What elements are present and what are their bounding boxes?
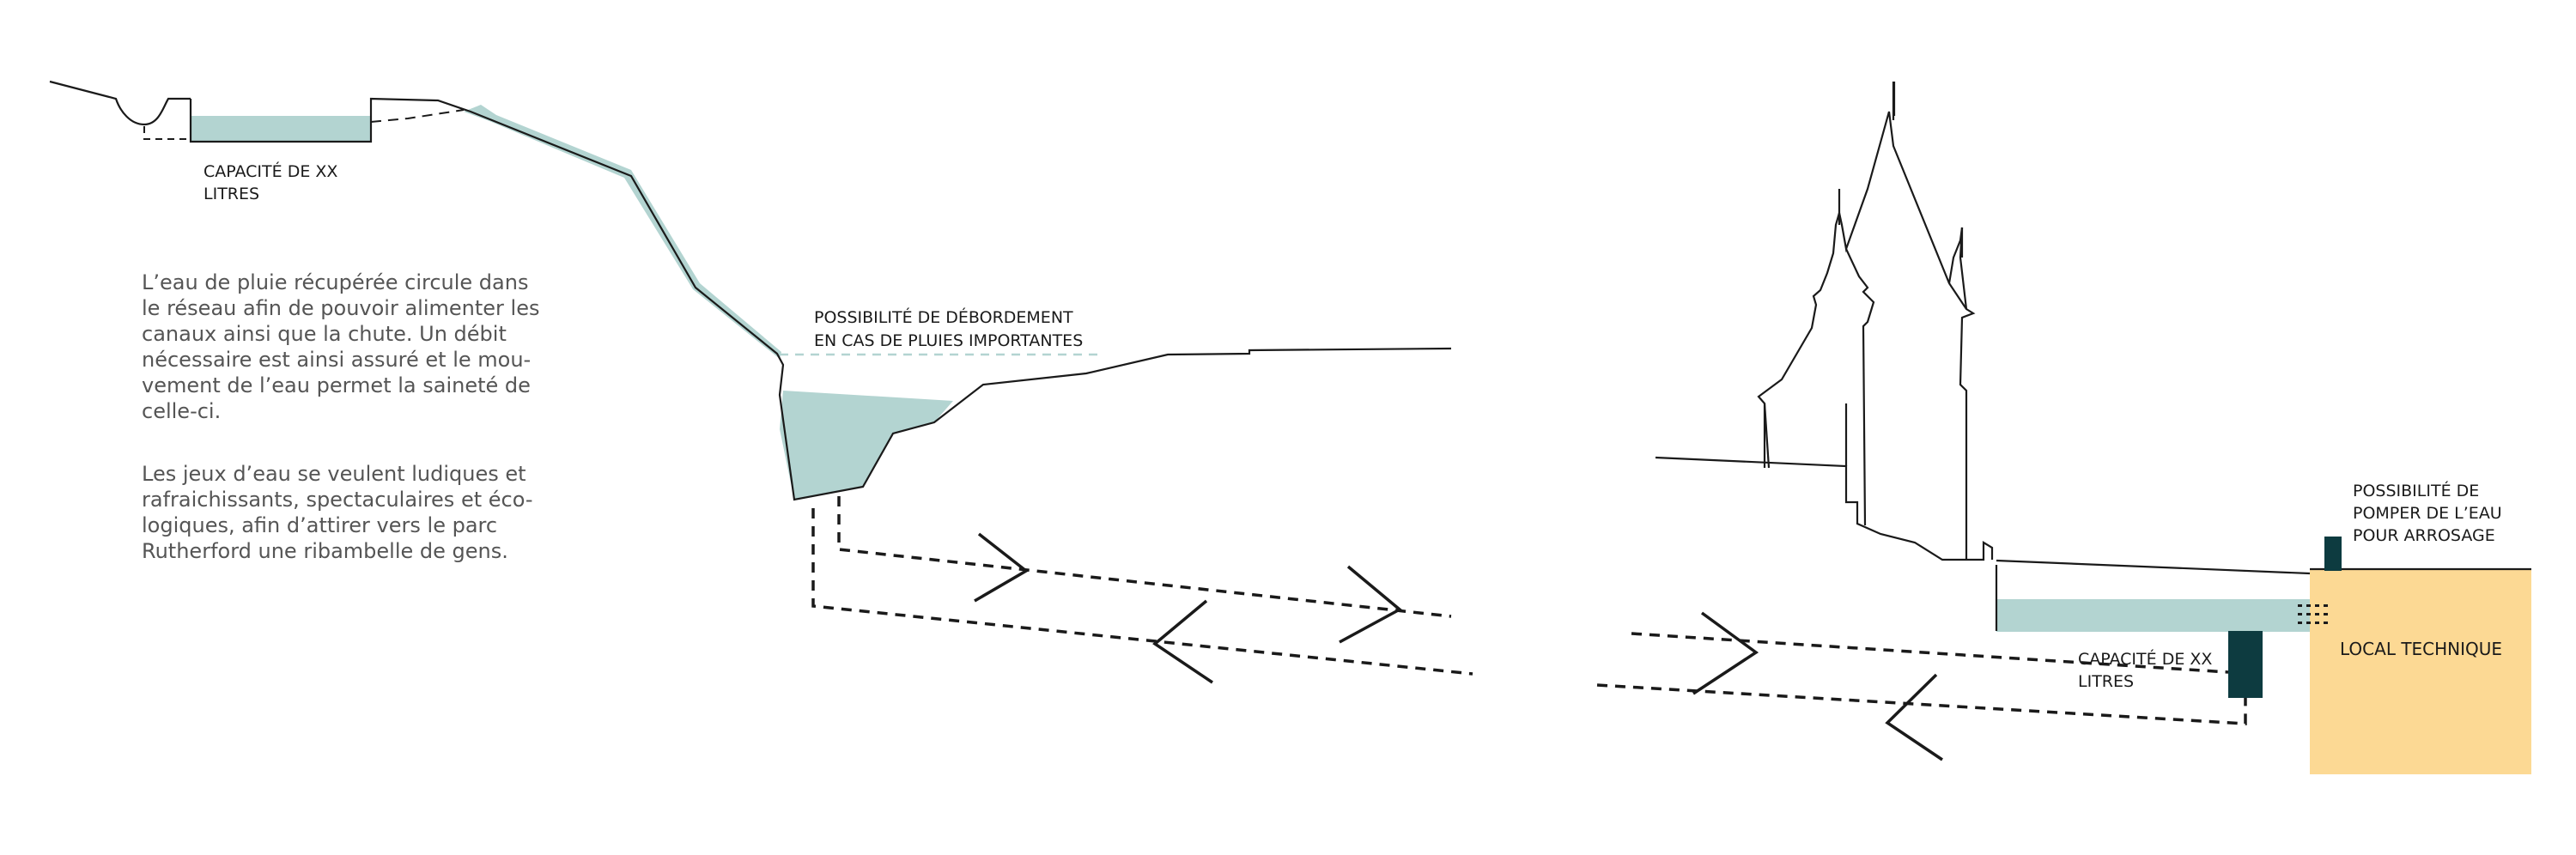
basin-pipe-inner	[837, 496, 1452, 618]
channel-top-line	[1996, 559, 2311, 575]
basin-pipe-outer	[811, 508, 1473, 676]
flow-arrow-left-1	[1152, 599, 1213, 684]
storage-tank	[2228, 631, 2263, 698]
slope-water-strip	[464, 105, 781, 359]
left-reservoir-outline	[189, 97, 1452, 501]
tank-pipe-lower	[1596, 683, 2247, 725]
left-terrain-line	[49, 80, 191, 126]
flow-arrow-right-3	[1692, 611, 1759, 695]
description-paragraph-1: L’eau de pluie récupérée circule dans le…	[142, 270, 546, 423]
flow-arrow-left-2	[1885, 673, 1943, 761]
pump-label: POSSIBILITÉ DE POMPER DE L’EAU POUR ARRO…	[2353, 481, 2507, 545]
reservoir-overflow-pipe	[370, 109, 465, 123]
basin-water	[780, 391, 953, 500]
capacity-left-label: CAPACITÉ DE XX LITRES	[204, 161, 343, 203]
building-facade	[1757, 111, 1976, 560]
building-outline	[1655, 456, 1994, 561]
pump-pipe	[2324, 537, 2342, 571]
pipe-connection-dots	[2298, 604, 2328, 624]
channel-water	[1996, 599, 2310, 632]
reservoir-drain-pipe	[143, 126, 191, 140]
local-technique-label: LOCAL TECHNIQUE	[2340, 639, 2502, 659]
flow-arrow-right-1	[974, 532, 1030, 603]
description-paragraph-2: Les jeux d’eau se veulent ludiques et ra…	[142, 462, 539, 563]
local-technique-box	[2310, 568, 2531, 774]
right-section: POSSIBILITÉ DE POMPER DE L’EAU POUR ARRO…	[1596, 82, 2531, 774]
left-section: CAPACITÉ DE XX LITRES POSSIBILITÉ DE DÉB…	[49, 80, 1473, 684]
overflow-label: POSSIBILITÉ DE DÉBORDEMENT EN CAS DE PLU…	[814, 307, 1083, 350]
tank-pipe-upper	[1631, 632, 2229, 674]
building-left-wing	[1763, 403, 1771, 469]
flow-arrow-right-2	[1339, 565, 1403, 644]
left-reservoir-water	[191, 116, 371, 142]
capacity-right-label: CAPACITÉ DE XX LITRES	[2078, 649, 2217, 691]
building-center-tower	[1845, 248, 1875, 526]
